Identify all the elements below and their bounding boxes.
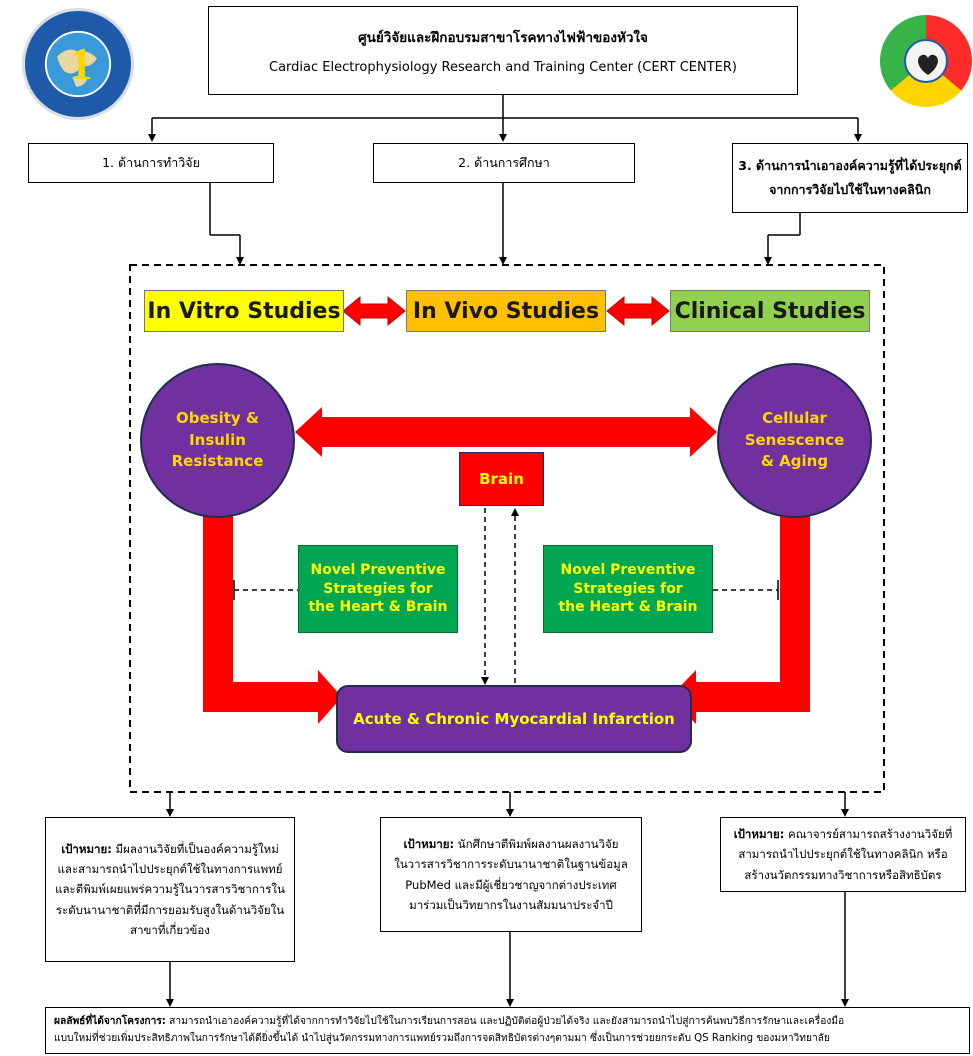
category-education-label: 2. ด้านการศึกษา [458, 155, 550, 171]
study-in-vivo: In Vivo Studies [406, 290, 606, 332]
dashed-container [129, 264, 885, 793]
goal-research-line-4: ระดับนานาชาติที่มีการยอมรับสูงในด้านวิจั… [55, 902, 285, 917]
goal-connectors [166, 792, 849, 817]
goal-box-education: เป้าหมาย: นักศึกษาตีพิมพ์ผลงานผลงานวิจัย… [380, 817, 642, 932]
preventive-left-line-1: Novel Preventive [310, 561, 446, 578]
node-brain: Brain [459, 452, 544, 506]
obesity-line-1: Obesity & [176, 408, 259, 427]
goal-research-line-5: สาขาที่เกี่ยวข้อง [130, 922, 210, 937]
center-header-box: ศูนย์วิจัยและฝึกอบรมสาขาโรคทางไฟฟ้าของหั… [208, 6, 798, 95]
study-clinical: Clinical Studies [670, 290, 870, 332]
logo-number: 1 [69, 38, 93, 89]
senescence-line-2: Senescence [744, 430, 845, 449]
study-in-vitro: In Vitro Studies [144, 290, 344, 332]
category-application-line1: 3. ด้านการนำเอาองค์ความรู้ที่ได้ประยุกต์ [738, 158, 962, 174]
node-obesity-insulin-resistance: Obesity & Insulin Resistance [140, 363, 295, 518]
brain-arrows [481, 508, 519, 685]
preventive-left-line-3: the Heart & Brain [308, 599, 448, 616]
goal-research-line-1: มีผลงานวิจัยที่เป็นองค์ความรู้ใหม่ [115, 842, 279, 857]
header-title-en: Cardiac Electrophysiology Research and T… [269, 60, 737, 75]
studies-arrows [342, 295, 670, 327]
cert-logo-left: 1 [22, 8, 134, 120]
category-research-label: 1. ด้านการทำวิจัย [102, 155, 200, 171]
goal-education-line-4: มาร่วมเป็นวิทยากรในงานสัมมนาประจำปี [409, 897, 613, 912]
obesity-line-3: Resistance [171, 452, 264, 471]
preventive-left-line-2: Strategies for [323, 580, 433, 597]
heart-icon [918, 54, 938, 75]
category-connectors [209, 183, 801, 265]
senescence-line-1: Cellular [762, 408, 827, 427]
category-research: 1. ด้านการทำวิจัย [28, 143, 274, 183]
goal-education-label: เป้าหมาย: [403, 837, 455, 852]
outcome-line-2: แบบใหม่ที่ช่วยเพิ่มประสิทธิภาพในการรักษา… [54, 1032, 830, 1044]
goal-research-line-3: และตีพิมพ์เผยแพร่ความรู้ในวารสารวิชาการใ… [55, 882, 285, 897]
goal-application-line-1: คณาจารย์สามารถสร้างงานวิจัยที่ [788, 827, 953, 842]
globe-icon [28, 14, 128, 114]
category-application: 3. ด้านการนำเอาองค์ความรู้ที่ได้ประยุกต์… [732, 143, 968, 213]
left-red-arrow [203, 500, 342, 724]
header-title-th: ศูนย์วิจัยและฝึกอบรมสาขาโรคทางไฟฟ้าของหั… [358, 30, 648, 46]
goal-education-line-2: ในวารสารวิชาการระดับนานาชาติในฐานข้อมูล [394, 857, 628, 872]
right-red-arrow [670, 500, 810, 724]
goal-research-label: เป้าหมาย: [61, 842, 112, 857]
senescence-line-3: & Aging [760, 452, 829, 471]
preventive-right-line-1: Novel Preventive [560, 561, 696, 578]
outcome-line-1: สามารถนำเอาองค์ความรู้ที่ได้จากการทำวิจั… [169, 1015, 845, 1027]
inhibition-lines [233, 580, 779, 600]
goal-application-line-2: สามารถนำไปประยุกต์ใช้ในทางคลินิก หรือ [738, 847, 948, 862]
goal-education-line-3: PubMed และมีผู้เชี่ยวชาญจากต่างประเทศ [405, 877, 617, 892]
outcome-box: ผลลัพธ์ที่ได้จากโครงการ: สามารถนำเอาองค์… [45, 1007, 970, 1054]
outcome-label: ผลลัพธ์ที่ได้จากโครงการ: [54, 1015, 166, 1027]
goal-research-line-2: และสามารถนำไปประยุกต์ใช้ในทางการแพทย์ [57, 862, 283, 877]
preventive-right-line-3: the Heart & Brain [558, 599, 698, 616]
goal-application-label: เป้าหมาย: [733, 827, 785, 842]
cert-logo-right [880, 15, 972, 107]
header-connectors [148, 95, 862, 142]
obesity-line-2: Insulin [189, 430, 246, 449]
goal-education-line-1: นักศึกษาตีพิมพ์ผลงานผลงานวิจัย [457, 837, 619, 852]
node-cellular-senescence-aging: Cellular Senescence & Aging [717, 363, 872, 518]
node-myocardial-infarction: Acute & Chronic Myocardial Infarction [336, 685, 692, 753]
logo-center-disc [904, 39, 948, 83]
category-education: 2. ด้านการศึกษา [373, 143, 635, 183]
preventive-right-line-2: Strategies for [573, 580, 683, 597]
node-preventive-left: Novel Preventive Strategies for the Hear… [298, 545, 458, 633]
goal-box-research: เป้าหมาย: มีผลงานวิจัยที่เป็นองค์ความรู้… [45, 817, 295, 962]
circles-link-arrow [295, 407, 717, 457]
node-preventive-right: Novel Preventive Strategies for the Hear… [543, 545, 713, 633]
outcome-connectors [166, 892, 849, 1007]
goal-application-line-3: สร้างนวัตกรรมทางวิชาการหรือสิทธิบัตร [744, 867, 942, 882]
goal-box-application: เป้าหมาย: คณาจารย์สามารถสร้างงานวิจัยที่… [720, 817, 966, 892]
category-application-line2: จากการวิจัยไปใช้ในทางคลินิก [769, 182, 931, 197]
